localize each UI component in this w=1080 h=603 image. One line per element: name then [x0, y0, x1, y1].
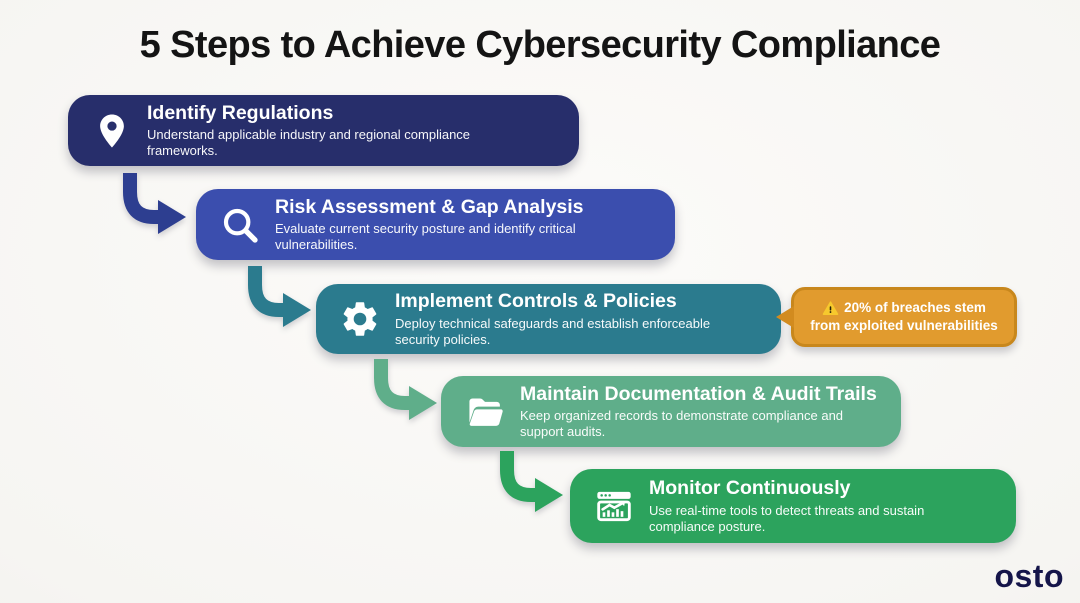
- step-maintain-documentation: Maintain Documentation & Audit Trails Ke…: [441, 376, 901, 447]
- open-folder-icon: [461, 391, 509, 433]
- step-implement-controls: Implement Controls & Policies Deploy tec…: [316, 284, 781, 354]
- callout-text-line1: 20% of breaches stem: [844, 300, 986, 316]
- monitor-chart-icon: [590, 486, 638, 526]
- page-title: 5 Steps to Achieve Cybersecurity Complia…: [139, 24, 941, 66]
- step-description: Evaluate current security posture and id…: [275, 221, 576, 253]
- step-description: Deploy technical safeguards and establis…: [395, 315, 711, 347]
- step-description: Keep organized records to demonstrate co…: [520, 408, 844, 440]
- arrow-down-right-icon: [374, 359, 437, 420]
- warning-icon: [822, 301, 839, 315]
- callout-tail: [776, 306, 794, 328]
- magnifying-glass-icon: [216, 205, 264, 245]
- arrow-down-right-icon: [500, 451, 563, 512]
- step-description: Use real-time tools to detect threats an…: [649, 502, 925, 534]
- step-title: Risk Assessment & Gap Analysis: [275, 195, 584, 218]
- arrow-down-right-icon: [123, 173, 186, 234]
- step-title: Maintain Documentation & Audit Trails: [520, 382, 877, 405]
- osto-logo: osto: [994, 558, 1064, 594]
- step-title: Monitor Continuously: [649, 477, 851, 500]
- gear-icon: [336, 298, 384, 340]
- step-description: Understand applicable industry and regio…: [147, 127, 471, 159]
- location-pin-icon: [88, 111, 136, 151]
- step-identify-regulations: Identify Regulations Understand applicab…: [68, 95, 579, 166]
- breach-stat-callout: 20% of breaches stem from exploited vuln…: [776, 287, 1017, 347]
- step-title: Identify Regulations: [147, 101, 334, 124]
- arrow-down-right-icon: [248, 266, 311, 327]
- step-title: Implement Controls & Policies: [395, 290, 677, 313]
- step-monitor-continuously: Monitor Continuously Use real-time tools…: [570, 469, 1016, 543]
- step-risk-assessment: Risk Assessment & Gap Analysis Evaluate …: [196, 189, 675, 260]
- callout-text-line2: from exploited vulnerabilities: [810, 318, 998, 333]
